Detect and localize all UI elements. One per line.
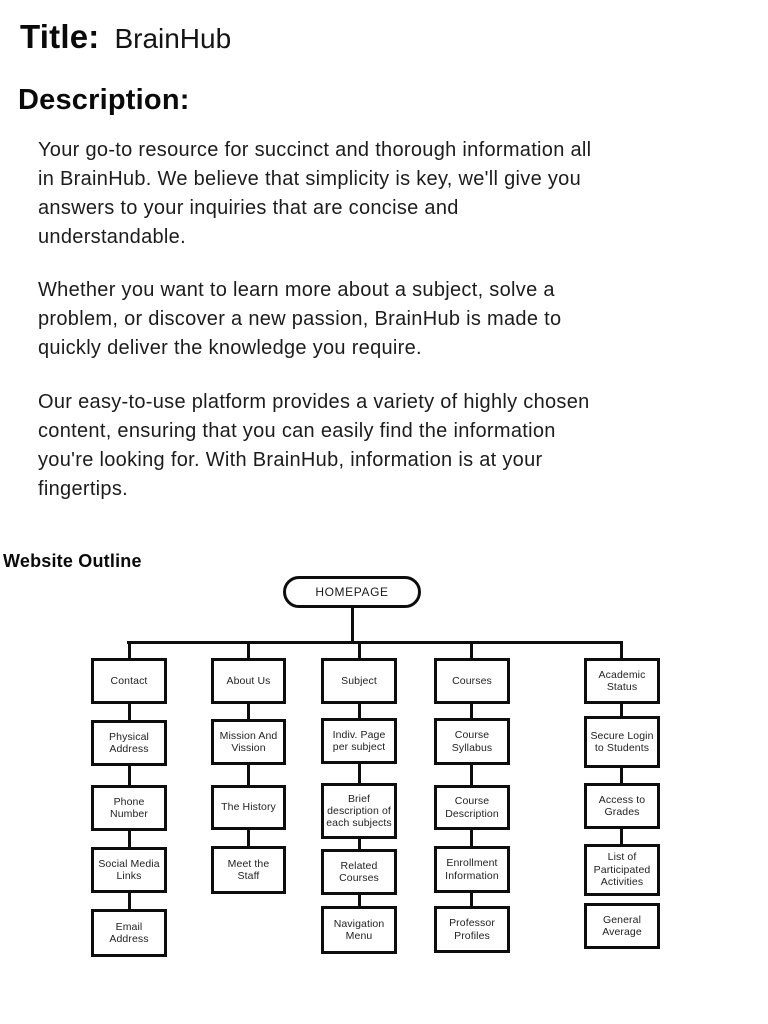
connector-stub-subject (358, 644, 361, 658)
node-related-courses: Related Courses (321, 849, 397, 895)
description-paragraph-1: Your go-to resource for succinct and tho… (38, 139, 592, 248)
connector-line (247, 765, 250, 785)
connector-line (358, 839, 361, 849)
title-label: Title: (20, 18, 100, 55)
description-paragraph-3: Our easy-to-use platform provides a vari… (38, 391, 590, 500)
node-mission-and-vission: Mission And Vission (211, 719, 286, 765)
node-brief-description: Brief description of each subjects (321, 783, 397, 839)
node-phone-number: Phone Number (91, 785, 167, 831)
connector-line (620, 768, 623, 783)
node-academic-status: Academic Status (584, 658, 660, 704)
node-professor-profiles: Professor Profiles (434, 906, 510, 953)
node-meet-the-staff: Meet the Staff (211, 846, 286, 894)
connector-line (247, 830, 250, 846)
description-heading: Description: (18, 84, 190, 116)
node-course-description: Course Description (434, 785, 510, 830)
connector-stub-academic-status (620, 644, 623, 658)
connector-line (358, 704, 361, 718)
node-about-us: About Us (211, 658, 286, 704)
connector-root-stub (351, 608, 354, 644)
node-physical-address: Physical Address (91, 720, 167, 766)
connector-line (247, 704, 250, 719)
connector-stub-courses (470, 644, 473, 658)
node-contact: Contact (91, 658, 167, 704)
connector-line (620, 829, 623, 844)
connector-line (470, 893, 473, 906)
node-homepage: HOMEPAGE (283, 576, 421, 608)
connector-stub-contact (128, 644, 131, 658)
connector-line (128, 766, 131, 785)
connector-line (128, 831, 131, 847)
node-navigation-menu: Navigation Menu (321, 906, 397, 954)
node-secure-login: Secure Login to Students (584, 716, 660, 768)
node-social-media-links: Social Media Links (91, 847, 167, 893)
node-email-address: Email Address (91, 909, 167, 957)
node-course-syllabus: Course Syllabus (434, 718, 510, 765)
connector-line (358, 764, 361, 783)
node-list-of-activities: List of Participated Activities (584, 844, 660, 896)
outline-heading: Website Outline (3, 551, 142, 571)
node-access-to-grades: Access to Grades (584, 783, 660, 829)
node-indiv-page-per-subject: Indiv. Page per subject (321, 718, 397, 764)
description-paragraph-2: Whether you want to learn more about a s… (38, 279, 562, 359)
node-the-history: The History (211, 785, 286, 830)
connector-stub-about-us (247, 644, 250, 658)
node-general-average: General Average (584, 903, 660, 949)
connector-line (470, 765, 473, 785)
connector-line (470, 830, 473, 846)
connector-line (470, 704, 473, 718)
title-value: BrainHub (114, 23, 232, 54)
node-courses: Courses (434, 658, 510, 704)
connector-line (128, 704, 131, 720)
connector-bus (127, 641, 623, 644)
node-subject: Subject (321, 658, 397, 704)
title-row: Title: BrainHub (20, 18, 231, 56)
connector-line (620, 704, 623, 716)
node-enrollment-information: Enrollment Information (434, 846, 510, 893)
connector-line (128, 893, 131, 909)
connector-line (358, 895, 361, 906)
